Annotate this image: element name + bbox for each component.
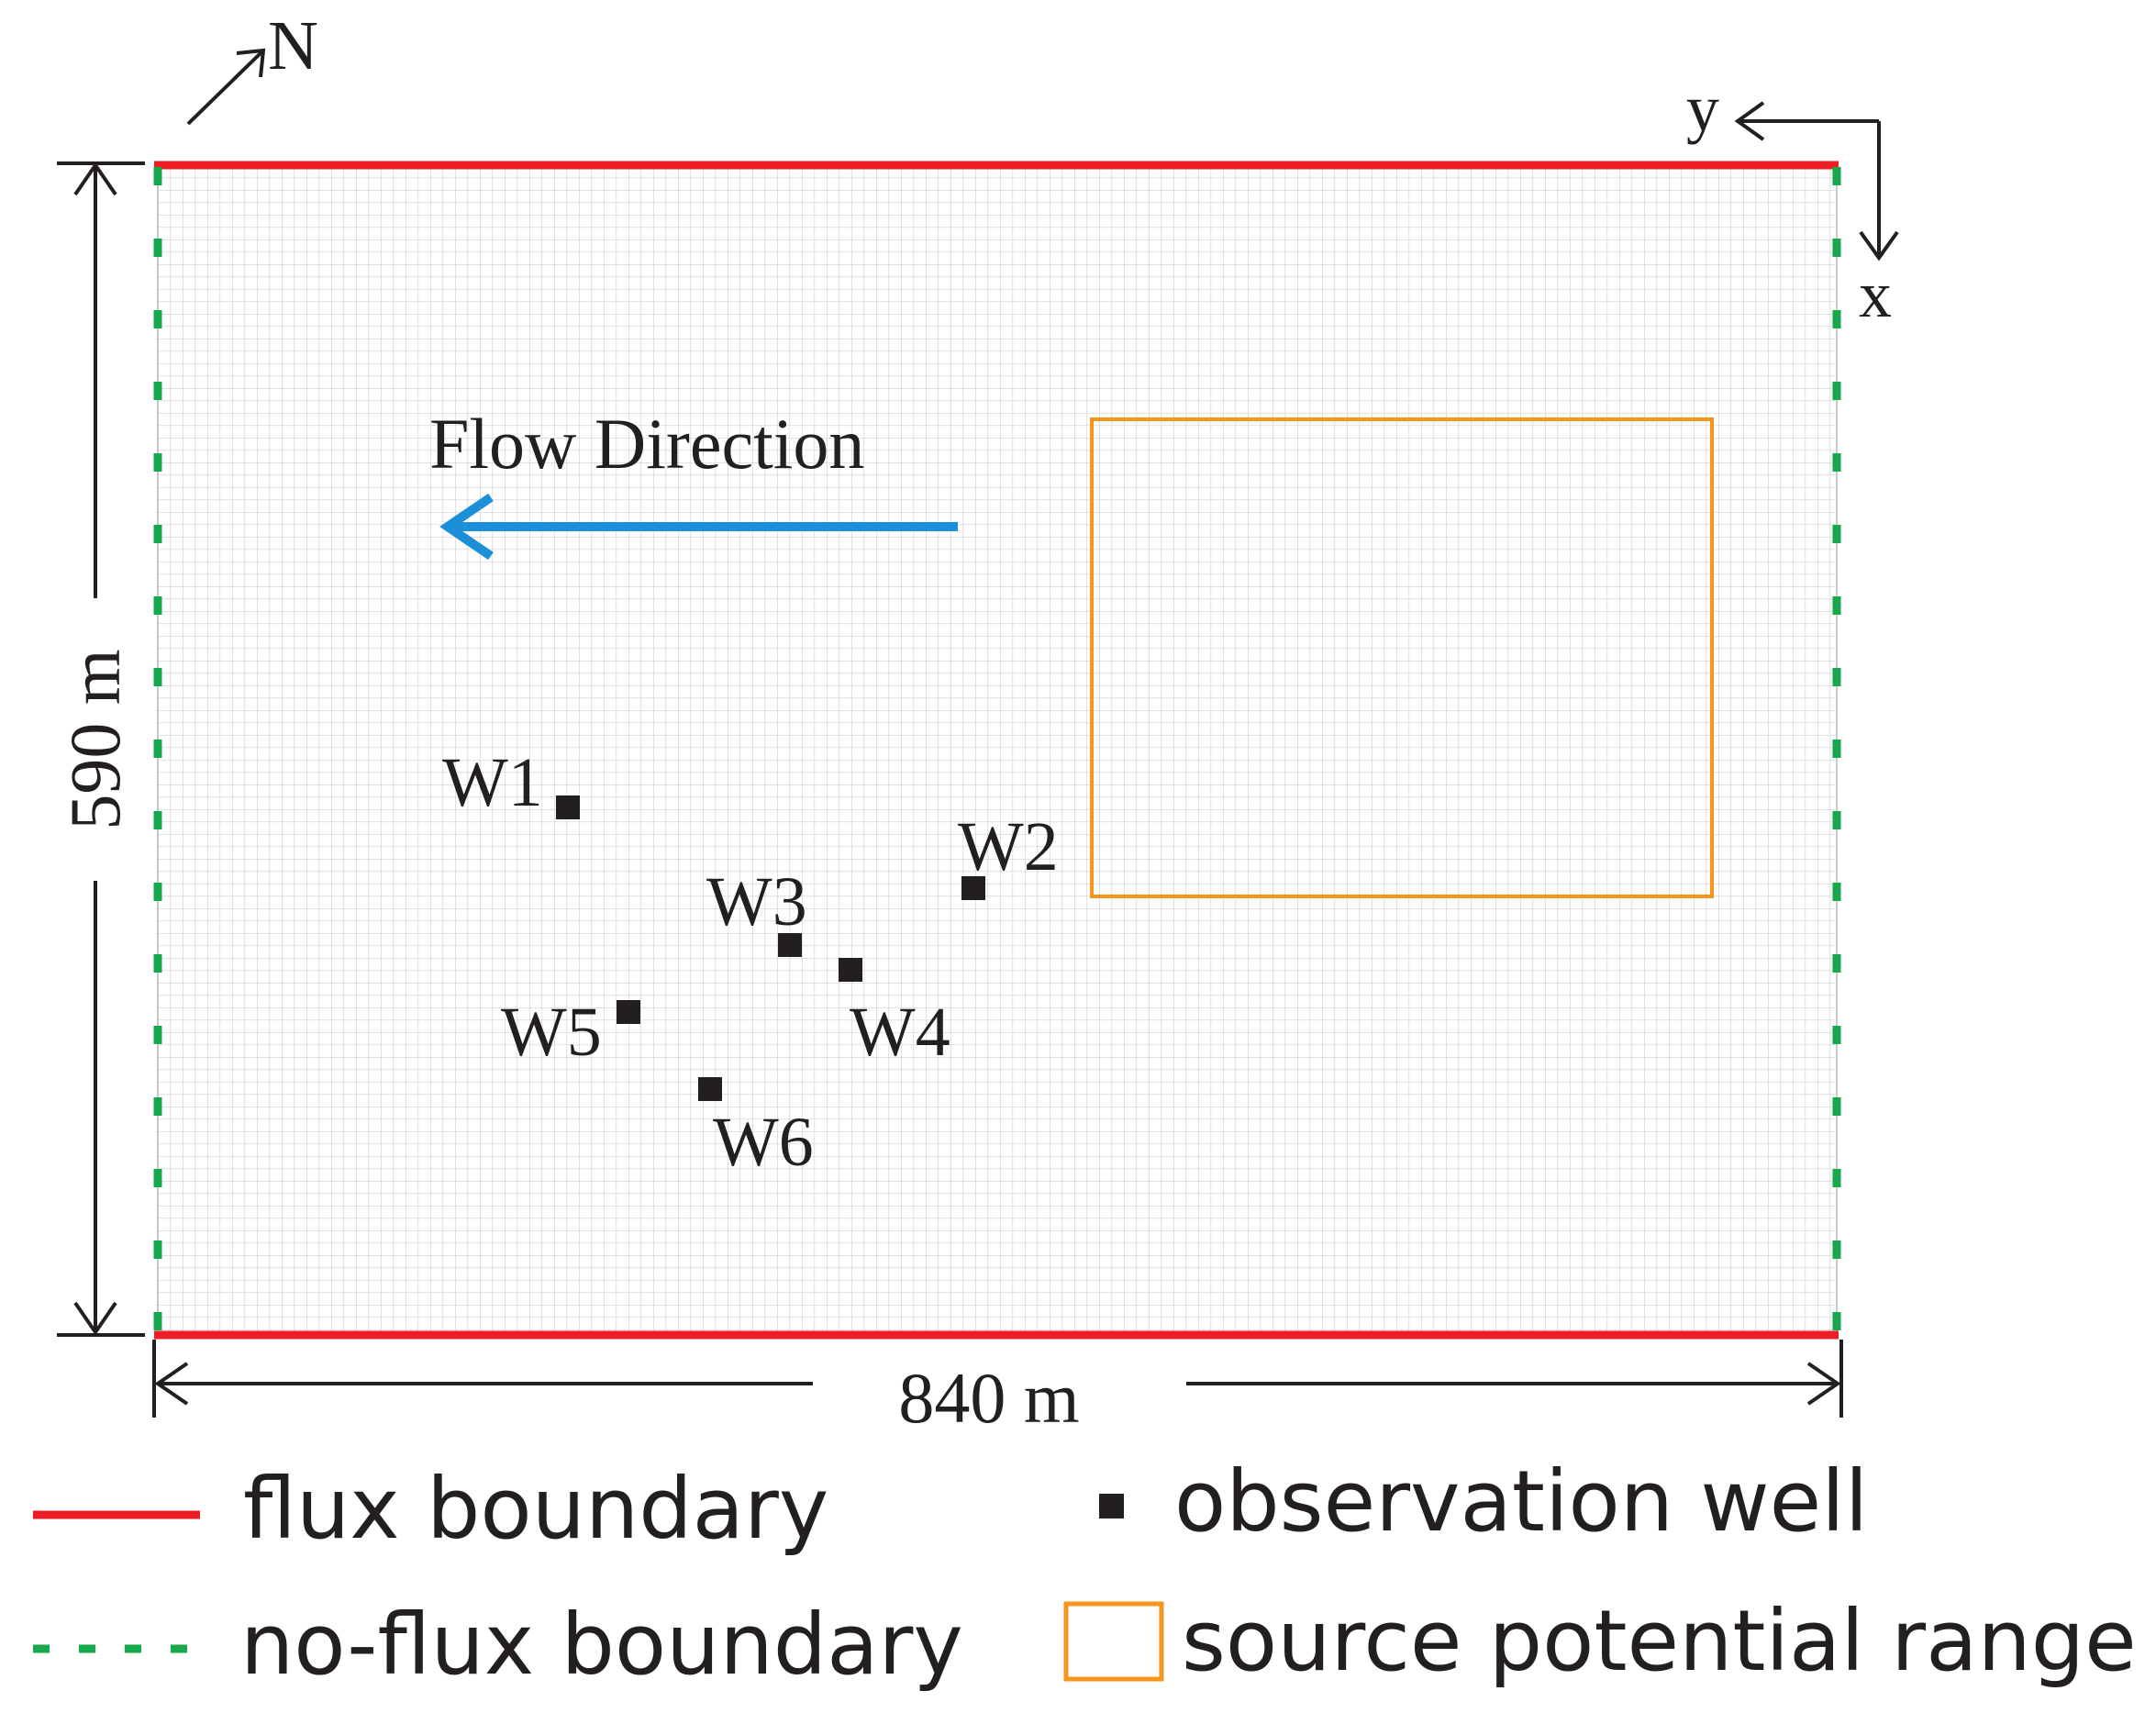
legend-item-no-flux-boundary: no-flux boundary (33, 1596, 963, 1694)
legend-item-source-range: source potential range (1063, 1592, 2137, 1690)
observation-well-marker (778, 933, 802, 957)
legend-label: no-flux boundary (240, 1596, 963, 1694)
height-dimension (57, 161, 145, 1337)
legend-item-flux-boundary: flux boundary (33, 1460, 828, 1558)
well-label: W1 (442, 744, 543, 821)
legend-label: flux boundary (243, 1460, 828, 1558)
width-dimension (152, 1340, 1843, 1418)
legend-item-observation-well: observation well (1099, 1452, 1868, 1551)
legend: flux boundary no-flux boundary observati… (33, 1452, 2137, 1694)
observation-well-marker (961, 876, 985, 900)
observation-well-marker (698, 1077, 722, 1101)
observation-well-icon (1099, 1494, 1124, 1518)
well-label: W5 (501, 994, 602, 1071)
height-label: 590 m (55, 649, 135, 829)
x-axis-label: x (1859, 258, 1892, 331)
north-arrow-icon (186, 48, 266, 126)
coordinate-axes-icon (1734, 101, 1899, 261)
well-label: W3 (706, 863, 807, 940)
observation-well-marker (556, 795, 580, 819)
width-label: 840 m (898, 1358, 1079, 1438)
flow-direction-label: Flow Direction (429, 404, 864, 484)
observation-well-marker (617, 1000, 640, 1024)
well-w3: W3 (706, 863, 807, 957)
well-w2: W2 (958, 808, 1059, 900)
well-label: W2 (958, 808, 1059, 885)
flow-direction-arrow-icon (439, 493, 958, 561)
well-w4: W4 (839, 958, 950, 1071)
model-grid (157, 164, 1838, 1336)
source-potential-range (1090, 417, 1714, 898)
source-range-icon (1063, 1601, 1164, 1682)
well-label: W6 (713, 1104, 814, 1181)
y-axis-label: y (1686, 72, 1719, 145)
legend-label: source potential range (1182, 1592, 2137, 1690)
north-label: N (268, 7, 318, 84)
well-label: W4 (850, 994, 950, 1071)
legend-label: observation well (1174, 1452, 1868, 1551)
well-w6: W6 (698, 1077, 814, 1181)
observation-well-marker (839, 958, 862, 982)
well-w5: W5 (501, 994, 640, 1071)
well-w1: W1 (442, 744, 580, 821)
